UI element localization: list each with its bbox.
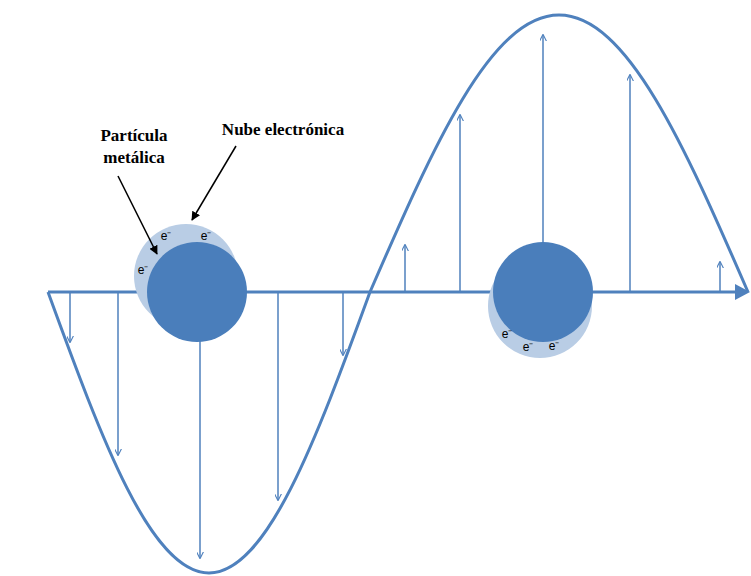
- axis-arrowhead: [735, 284, 750, 300]
- metal-particle: [493, 242, 593, 342]
- electron-label: e⁻: [549, 340, 560, 353]
- part-label: Nube electrónica: [222, 119, 344, 141]
- electron-label: e⁻: [201, 230, 212, 243]
- metal-particle: [147, 242, 247, 342]
- field-arrows: [70, 35, 720, 558]
- electron-label: e⁻: [523, 341, 534, 354]
- leader-line: [118, 176, 157, 254]
- leader-line: [192, 146, 236, 220]
- electron-label: e⁻: [502, 328, 513, 341]
- electron-label: e⁻: [161, 230, 172, 243]
- sine-wave: [48, 15, 748, 573]
- electron-label: e⁻: [138, 264, 149, 277]
- part-label: Partícula metálica: [84, 125, 184, 169]
